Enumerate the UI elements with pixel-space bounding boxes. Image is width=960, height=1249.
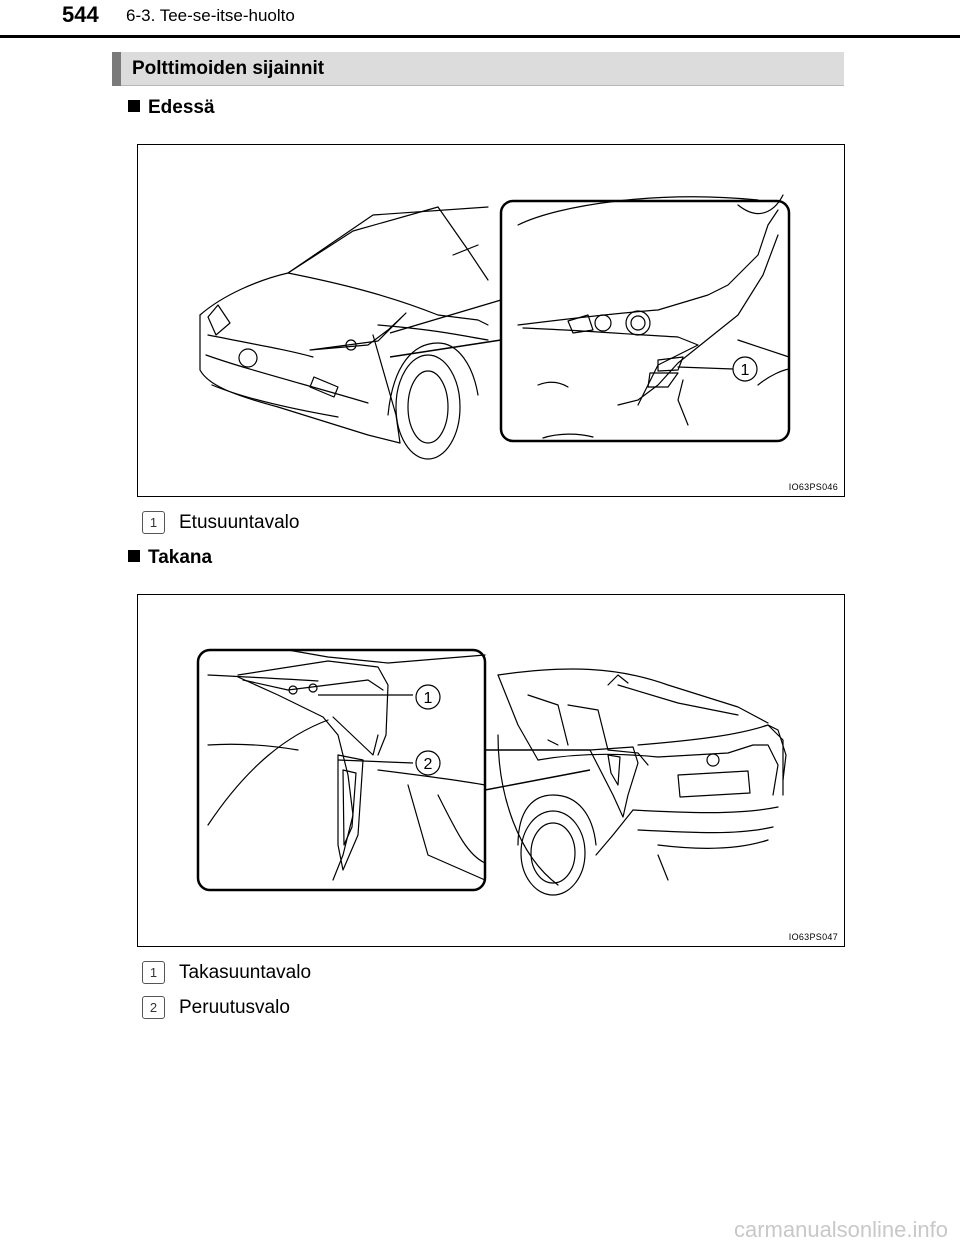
- front-callout-1-circle: [732, 356, 758, 382]
- rear-heading: Takana: [128, 547, 212, 569]
- front-heading-text: Edessä: [148, 97, 215, 118]
- section-title: Polttimoiden sijainnit: [132, 58, 325, 79]
- front-figure-code: IO63PS046: [788, 482, 838, 492]
- square-bullet-icon: [128, 550, 140, 562]
- watermark: carmanualsonline.info: [733, 1217, 948, 1242]
- front-car-hood: [199, 206, 489, 316]
- square-bullet-icon: [128, 100, 140, 112]
- rear-figure-code: IO63PS047: [788, 932, 838, 942]
- rear-taillight-small: [589, 746, 639, 818]
- front-figure: 1 IO63PS046: [137, 144, 845, 497]
- legend-label: Etusuuntavalo: [179, 511, 300, 533]
- rear-wheel: [520, 810, 586, 896]
- legend-number: 1: [142, 961, 165, 984]
- legend-label: Peruutusvalo: [179, 996, 290, 1018]
- rear-callout-1-circle: [415, 684, 441, 710]
- rear-callout-2: 2: [424, 756, 433, 773]
- front-legend-item-1: 1 Etusuuntavalo: [142, 511, 299, 534]
- front-car-illustration: 1: [199, 194, 791, 460]
- legend-number: 1: [142, 511, 165, 534]
- front-headlight-small: [309, 312, 407, 351]
- legend-label: Takasuuntavalo: [179, 961, 312, 983]
- rear-legend-item-2: 2 Peruutusvalo: [142, 996, 290, 1019]
- front-heading: Edessä: [128, 97, 215, 119]
- section-header: Polttimoiden sijainnit: [112, 52, 844, 86]
- front-car-bumper: [199, 314, 401, 444]
- header-rule: [0, 35, 960, 38]
- front-callout-1: 1: [741, 362, 750, 379]
- front-car-roof: [287, 206, 439, 274]
- rear-callout-2-circle: [415, 750, 441, 776]
- rear-legend-item-1: 1 Takasuuntavalo: [142, 961, 311, 984]
- rear-heading-text: Takana: [148, 547, 213, 568]
- rear-taillight-large: [237, 660, 389, 756]
- legend-number: 2: [142, 996, 165, 1019]
- rear-inset-frame: [196, 648, 487, 892]
- front-wheel: [395, 354, 461, 460]
- rear-car-illustration: 1 2: [196, 648, 787, 896]
- front-headlight-large: [517, 209, 779, 326]
- page-number: 544: [62, 2, 99, 27]
- chapter-title: 6-3. Tee-se-itse-huolto: [126, 6, 295, 25]
- rear-car-roof: [497, 668, 769, 724]
- rear-callout-1: 1: [424, 690, 433, 707]
- front-emblem: [238, 348, 258, 368]
- rear-figure: 1 2: [137, 594, 845, 947]
- rear-emblem: [706, 753, 720, 767]
- section-header-bar: [112, 52, 121, 86]
